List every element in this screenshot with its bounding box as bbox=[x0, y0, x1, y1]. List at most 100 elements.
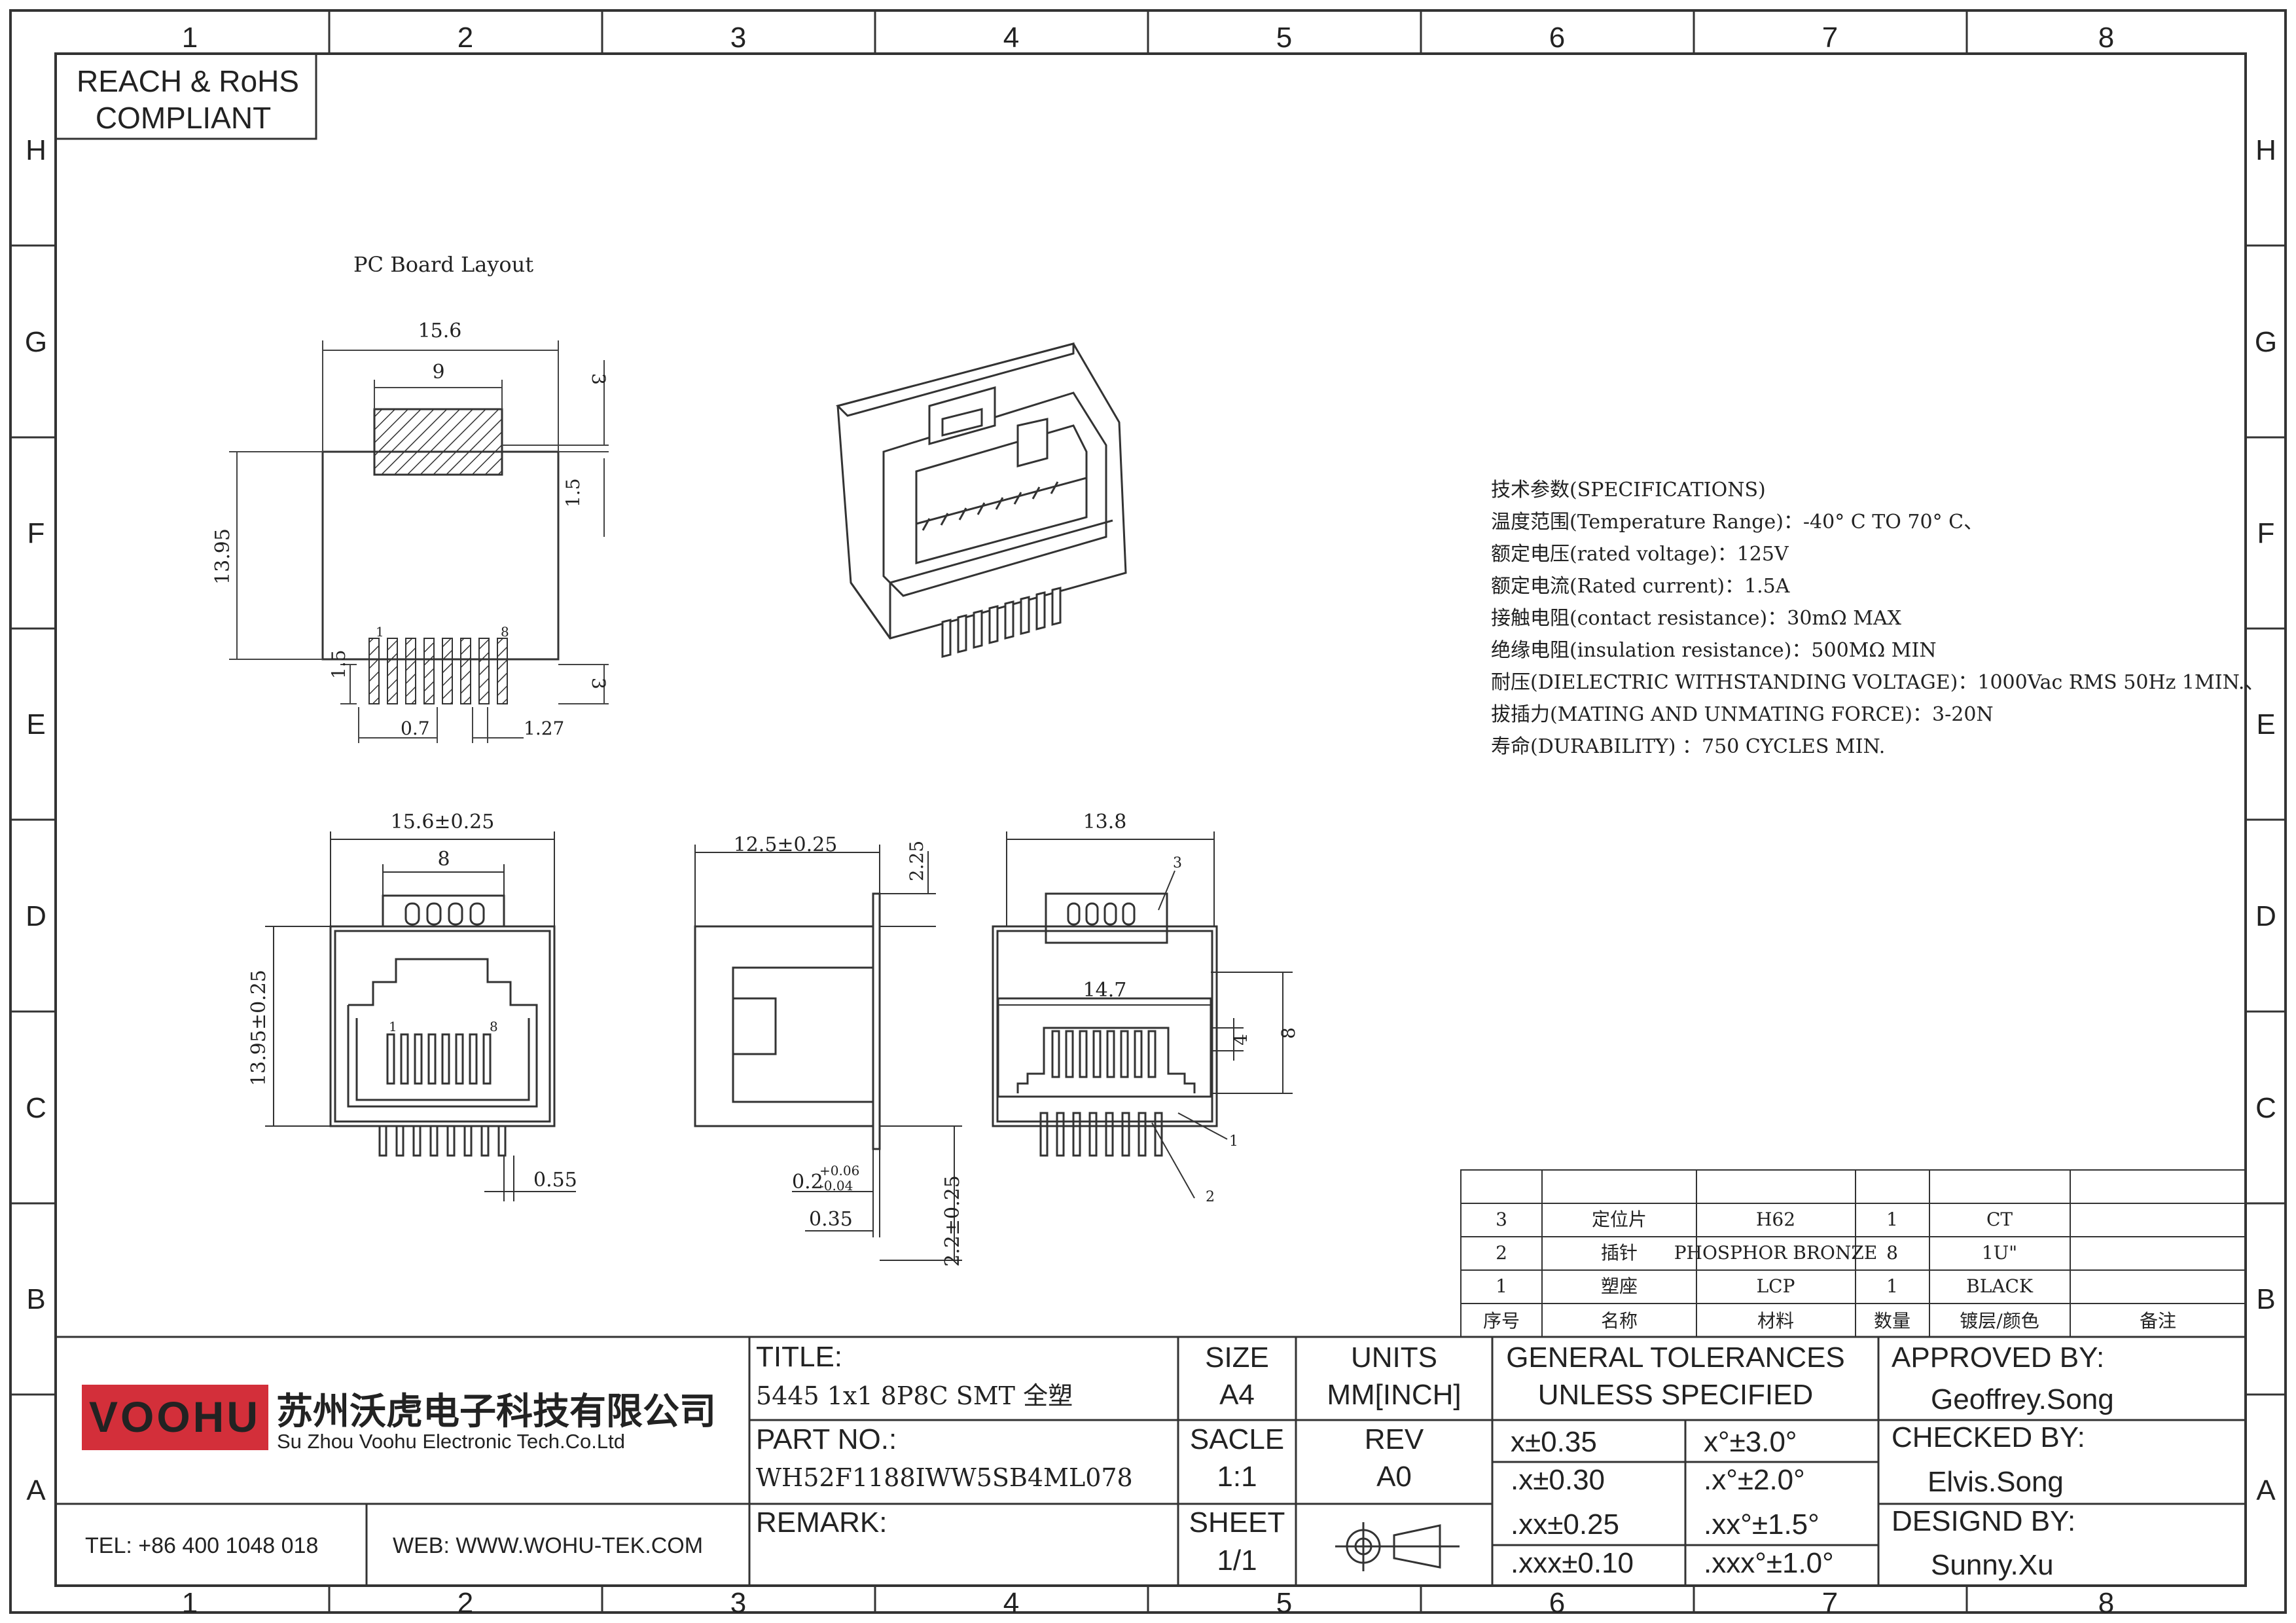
rear-dim-8: 8 bbox=[1278, 1027, 1299, 1039]
side-dim-length: 12.5±0.25 bbox=[734, 833, 838, 856]
approved-by-label: APPROVED BY: bbox=[1892, 1341, 2104, 1374]
zone-col-4: 4 bbox=[1003, 22, 1019, 54]
side-dim-top: 2.25 bbox=[906, 841, 927, 881]
projection-symbol-icon bbox=[1335, 1522, 1460, 1571]
rear-slot bbox=[1067, 902, 1081, 926]
spec-mating-force: 拔插力(MATING AND UNMATING FORCE)：3-20N bbox=[1491, 703, 1994, 726]
units-value: MM[INCH] bbox=[1327, 1379, 1461, 1411]
bom-row-1-name: 塑座 bbox=[1601, 1275, 1638, 1297]
rear-view bbox=[992, 831, 1293, 1199]
rear-contact bbox=[1051, 1030, 1060, 1078]
rear-dim-inner: 14.7 bbox=[1083, 979, 1127, 1002]
front-dim-inner: 8 bbox=[437, 848, 450, 871]
front-contact bbox=[400, 1033, 409, 1085]
spec-rated-current: 额定电流(Rated current)：1.5A bbox=[1491, 575, 1790, 598]
front-slot bbox=[426, 902, 442, 926]
side-dim-thickness-minus: -0.04 bbox=[819, 1178, 853, 1194]
rear-contact bbox=[1120, 1030, 1129, 1078]
company-web: WEB: WWW.WOHU-TEK.COM bbox=[393, 1533, 703, 1558]
zone-col-2-bottom: 2 bbox=[457, 1587, 473, 1619]
part-no-label: PART NO.: bbox=[756, 1423, 897, 1455]
front-view bbox=[265, 831, 576, 1201]
iso-pin bbox=[941, 619, 952, 658]
zone-row-e: E bbox=[26, 708, 45, 740]
pcb-dim-side: 1.5 bbox=[562, 478, 584, 507]
rear-contact bbox=[1134, 1030, 1143, 1078]
zone-row-f: F bbox=[27, 517, 45, 549]
bom-row-3-finish: CT bbox=[1986, 1209, 2013, 1230]
tolerance-x3: .xxx±0.10 bbox=[1511, 1547, 1634, 1579]
rear-slot bbox=[1085, 902, 1099, 926]
checked-by-label: CHECKED BY: bbox=[1892, 1421, 2085, 1453]
checked-by-value: Elvis.Song bbox=[1928, 1466, 2064, 1498]
zone-col-6-bottom: 6 bbox=[1549, 1587, 1565, 1619]
iso-contact bbox=[1031, 486, 1041, 500]
pcb-pad bbox=[368, 638, 380, 704]
front-slot bbox=[448, 902, 463, 926]
rear-pin bbox=[1088, 1112, 1098, 1157]
bom-row-1-finish: BLACK bbox=[1966, 1275, 2034, 1297]
rear-pin bbox=[1105, 1112, 1114, 1157]
size-label: SIZE bbox=[1205, 1341, 1269, 1374]
front-pin bbox=[429, 1125, 439, 1157]
front-slot bbox=[469, 902, 485, 926]
compliance-box: REACH & RoHS COMPLIANT bbox=[54, 52, 317, 140]
side-dim-bottom: 2.2±0.25 bbox=[941, 1175, 964, 1267]
iso-pin bbox=[957, 614, 967, 653]
rear-pin bbox=[1056, 1112, 1065, 1157]
front-pin bbox=[378, 1125, 387, 1157]
front-pins bbox=[378, 1125, 507, 1157]
zone-row-e-right: E bbox=[2256, 708, 2275, 740]
pcb-signal-pads bbox=[368, 638, 508, 704]
side-view bbox=[694, 845, 962, 1261]
zone-col-8-bottom: 8 bbox=[2098, 1587, 2114, 1619]
rear-pins bbox=[1039, 1112, 1163, 1157]
zone-row-b-right: B bbox=[2256, 1283, 2275, 1315]
pcb-pad bbox=[460, 638, 471, 704]
pcb-pad bbox=[387, 638, 398, 704]
zone-row-g: G bbox=[25, 326, 47, 358]
size-value: A4 bbox=[1219, 1379, 1255, 1411]
company-name-cn: 苏州沃虎电子科技有限公司 bbox=[276, 1391, 716, 1432]
rear-callout-3: 3 bbox=[1173, 855, 1182, 871]
front-contact bbox=[469, 1033, 478, 1085]
rear-pin bbox=[1138, 1112, 1147, 1157]
pcb-pad bbox=[442, 638, 453, 704]
front-pin bbox=[480, 1125, 490, 1157]
tolerance-title-2: UNLESS SPECIFIED bbox=[1538, 1379, 1814, 1411]
side-dim-035: 0.35 bbox=[809, 1208, 853, 1231]
front-pin bbox=[463, 1125, 473, 1157]
zone-row-h: H bbox=[26, 134, 46, 166]
front-dim-pin: 0.55 bbox=[533, 1169, 577, 1192]
company-tel: TEL: +86 400 1048 018 bbox=[85, 1533, 318, 1558]
company-logo-badge bbox=[82, 1385, 268, 1450]
tolerance-x2: .xx±0.25 bbox=[1511, 1508, 1619, 1541]
zone-row-b: B bbox=[26, 1283, 45, 1315]
title-block: VOOHU 苏州沃虎电子科技有限公司 Su Zhou Voohu Electro… bbox=[56, 1336, 2246, 1586]
pcb-dim-pitch: 1.27 bbox=[524, 718, 564, 739]
front-pin bbox=[395, 1125, 404, 1157]
pcb-dim-pad-width: 0.7 bbox=[401, 718, 430, 739]
bom-row-2-qty: 8 bbox=[1886, 1242, 1898, 1264]
rear-slot bbox=[1103, 902, 1117, 926]
rev-label: REV bbox=[1365, 1423, 1424, 1455]
zone-row-g-right: G bbox=[2255, 326, 2277, 358]
pcb-pad bbox=[423, 638, 435, 704]
pcb-dim-width: 15.6 bbox=[418, 319, 462, 342]
iso-contact bbox=[940, 513, 949, 526]
pcb-pin-8-label: 8 bbox=[501, 624, 509, 640]
iso-contact bbox=[922, 518, 931, 531]
zone-col-8: 8 bbox=[2098, 22, 2114, 54]
rev-value: A0 bbox=[1376, 1461, 1412, 1493]
designed-by-value: Sunny.Xu bbox=[1931, 1549, 2054, 1581]
company-logo: VOOHU bbox=[89, 1393, 260, 1441]
iso-pin bbox=[1035, 591, 1046, 630]
sheet-value: 1/1 bbox=[1217, 1544, 1257, 1577]
bom-header-material: 材料 bbox=[1757, 1310, 1794, 1332]
zone-col-3-bottom: 3 bbox=[730, 1587, 746, 1619]
part-no-value: WH52F1188IWW5SB4ML078 bbox=[756, 1463, 1133, 1492]
front-contacts bbox=[386, 1033, 492, 1085]
pcb-pad bbox=[478, 638, 490, 704]
bom-header-remark: 备注 bbox=[2140, 1310, 2176, 1332]
